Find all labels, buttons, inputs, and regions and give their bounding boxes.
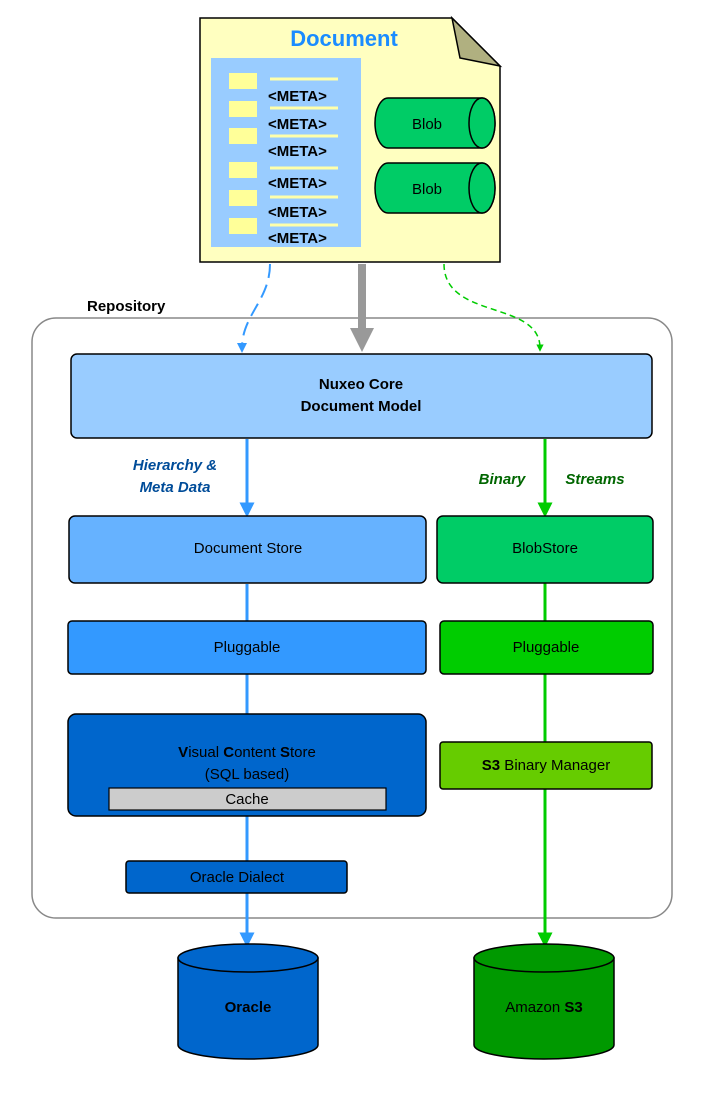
- pluggable-store-box: [67, 620, 427, 675]
- oracle-dialect-box: [125, 860, 348, 894]
- document-store-box: [68, 515, 427, 584]
- binary-dashed-arrow: [443, 263, 544, 352]
- vcs-title: Visual Content Store: [178, 744, 316, 761]
- oracle-label: Oracle: [225, 999, 272, 1016]
- nuxeo-core-subtitle: Document Model: [301, 398, 422, 415]
- nuxeo-core-title: Nuxeo Core: [319, 376, 403, 393]
- meta-label: <META>: [268, 116, 327, 133]
- meta-square: [229, 128, 257, 144]
- nuxeo-core-box: [70, 353, 653, 439]
- meta-square: [229, 101, 257, 117]
- blob-label: Blob: [412, 181, 442, 198]
- vcs-subtitle: (SQL based): [205, 766, 290, 783]
- amazon-s3-label: Amazon S3: [505, 999, 583, 1016]
- metadata-dashed-arrow: [237, 263, 271, 353]
- repository-label: Repository: [87, 298, 166, 315]
- meta-square: [229, 162, 257, 178]
- pluggable-blob-label: Pluggable: [513, 639, 580, 656]
- meta-label: <META>: [268, 175, 327, 192]
- blobstore-label: BlobStore: [512, 540, 578, 557]
- meta-label: <META>: [268, 204, 327, 221]
- oracle-database: Oracle: [177, 943, 319, 1060]
- blob-cylinder: Blob: [374, 97, 496, 149]
- pluggable-store-label: Pluggable: [214, 639, 281, 656]
- metadata-label: Meta Data: [140, 479, 211, 496]
- cache-bar: [108, 787, 387, 811]
- cache-label: Cache: [225, 791, 268, 808]
- streams-label: Streams: [565, 471, 624, 488]
- meta-lines: [270, 77, 338, 227]
- hierarchy-label: Hierarchy &: [133, 457, 217, 474]
- meta-square: [229, 218, 257, 234]
- pluggable-blob-box: [439, 620, 654, 675]
- meta-label: <META>: [268, 143, 327, 160]
- meta-square: [229, 73, 257, 89]
- metadata-panel: [211, 58, 361, 247]
- blob-label: Blob: [412, 116, 442, 133]
- meta-label: <META>: [268, 88, 327, 105]
- blob-cylinder: Blob: [374, 162, 496, 214]
- meta-squares: [229, 73, 257, 234]
- oracle-dialect-label: Oracle Dialect: [190, 869, 285, 886]
- document-store-label: Document Store: [194, 540, 302, 557]
- s3-binary-manager-label: S3 Binary Manager: [482, 757, 610, 774]
- document-title: Document: [290, 26, 398, 51]
- s3-binary-manager-box: [439, 741, 653, 790]
- meta-square: [229, 190, 257, 206]
- blobstore-box: [436, 515, 654, 584]
- meta-labels: <META> <META> <META> <META> <META> <META…: [268, 88, 327, 247]
- binary-label: Binary: [479, 471, 526, 488]
- amazon-s3-storage: Amazon S3: [473, 943, 615, 1060]
- page-fold: [450, 15, 503, 68]
- meta-label: <META>: [268, 230, 327, 247]
